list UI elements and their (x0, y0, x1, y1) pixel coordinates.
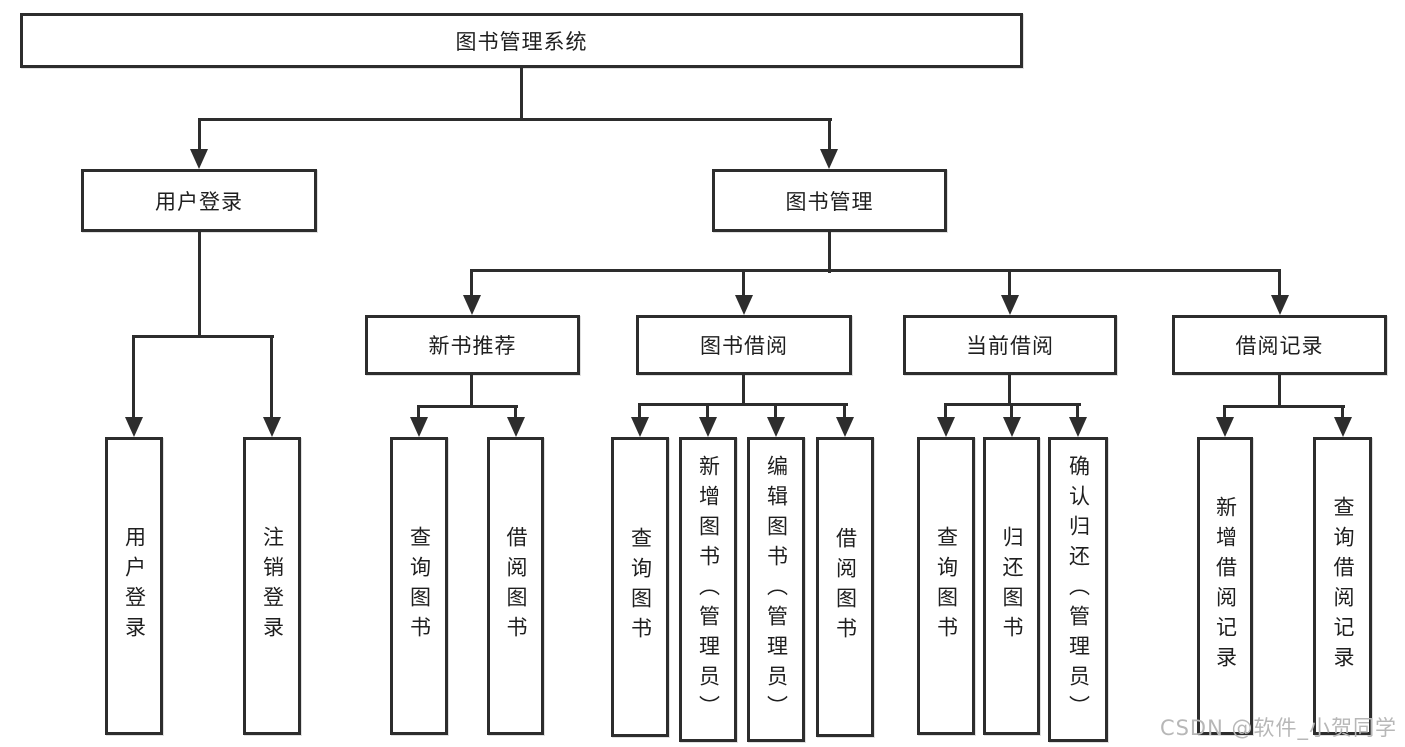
leaf-label: 查询图书 (628, 527, 653, 647)
connector-line (1341, 405, 1344, 419)
leaf-label: 查询借阅记录 (1331, 496, 1355, 676)
arrow-down-icon (735, 295, 753, 315)
connector-line (514, 405, 517, 419)
arrow-down-icon (1003, 417, 1021, 437)
connector-line (828, 232, 831, 273)
node-current-borrow: 当前借阅 (903, 315, 1117, 375)
connector-line (470, 269, 1281, 272)
connector-line (470, 375, 473, 408)
node-library-management-system: 图书管理系统 (20, 13, 1023, 68)
arrow-down-icon (1216, 417, 1234, 437)
connector-line (198, 232, 201, 338)
connector-line (1076, 403, 1079, 419)
leaf-edit-book-admin: 编辑图书（管理员） (747, 437, 805, 742)
arrow-down-icon (1271, 295, 1289, 315)
node-label: 当前借阅 (966, 334, 1054, 358)
connector-line (638, 403, 641, 419)
connector-line (1223, 405, 1345, 408)
arrow-down-icon (1001, 295, 1019, 315)
connector-line (742, 375, 745, 406)
leaf-label: 查询图书 (934, 526, 959, 646)
leaf-add-borrow-record: 新增借阅记录 (1197, 437, 1253, 735)
connector-line (1223, 405, 1226, 419)
arrow-down-icon (1334, 417, 1352, 437)
leaf-logout: 注销登录 (243, 437, 301, 735)
node-label: 用户登录 (155, 189, 243, 214)
connector-line (470, 269, 473, 297)
leaf-label: 借阅图书 (833, 527, 858, 647)
arrow-down-icon (190, 149, 208, 169)
connector-line (638, 403, 848, 406)
leaf-label: 归还图书 (1000, 526, 1024, 646)
arrow-down-icon (699, 417, 717, 437)
leaf-query-borrow-record: 查询借阅记录 (1313, 437, 1372, 735)
connector-line (132, 335, 274, 338)
leaf-label: 借阅图书 (504, 526, 528, 646)
arrow-down-icon (836, 417, 854, 437)
arrow-down-icon (937, 417, 955, 437)
connector-line (198, 118, 832, 121)
connector-line (1010, 403, 1013, 419)
node-book-borrow: 图书借阅 (636, 315, 852, 375)
connector-line (828, 118, 831, 151)
leaf-query-books-recommend: 查询图书 (390, 437, 448, 735)
arrow-down-icon (631, 417, 649, 437)
leaf-user-login: 用户登录 (105, 437, 163, 735)
connector-line (417, 405, 518, 408)
leaf-label: 新增图书（管理员） (696, 454, 721, 725)
connector-line (944, 403, 947, 419)
connector-line (1008, 375, 1011, 406)
arrow-down-icon (767, 417, 785, 437)
leaf-label: 用户登录 (122, 526, 147, 646)
node-label: 图书借阅 (700, 334, 788, 358)
node-label: 图书管理 (785, 189, 874, 214)
leaf-query-books-borrow: 查询图书 (611, 437, 669, 737)
connector-line (132, 335, 135, 419)
node-label: 新书推荐 (428, 334, 517, 358)
leaf-label: 确认归还（管理员） (1066, 454, 1091, 725)
arrow-down-icon (125, 417, 143, 437)
connector-line (1278, 375, 1281, 408)
leaf-label: 注销登录 (260, 526, 285, 646)
leaf-borrow-books-borrow: 借阅图书 (816, 437, 874, 737)
node-book-management: 图书管理 (712, 169, 947, 232)
connector-line (843, 403, 846, 419)
node-new-book-recommend: 新书推荐 (365, 315, 580, 375)
connector-line (520, 68, 523, 121)
connector-line (417, 405, 420, 419)
connector-line (270, 335, 273, 419)
arrow-down-icon (410, 417, 428, 437)
arrow-down-icon (263, 417, 281, 437)
arrow-down-icon (1069, 417, 1087, 437)
arrow-down-icon (507, 417, 525, 437)
leaf-label: 查询图书 (407, 526, 432, 646)
leaf-add-book-admin: 新增图书（管理员） (679, 437, 737, 742)
leaf-return-book: 归还图书 (983, 437, 1040, 735)
leaf-confirm-return-admin: 确认归还（管理员） (1048, 437, 1108, 742)
leaf-label: 新增借阅记录 (1213, 496, 1238, 676)
leaf-query-books-current: 查询图书 (917, 437, 975, 735)
connector-line (774, 403, 777, 419)
node-user-login: 用户登录 (81, 169, 317, 232)
node-borrow-records: 借阅记录 (1172, 315, 1387, 375)
node-label: 图书管理系统 (455, 29, 588, 54)
node-label: 借阅记录 (1235, 334, 1324, 358)
connector-line (1278, 269, 1281, 297)
csdn-watermark: CSDN @软件_小贺同学 (1159, 716, 1397, 740)
arrow-down-icon (820, 149, 838, 169)
leaf-borrow-books-recommend: 借阅图书 (487, 437, 544, 735)
connector-line (706, 403, 709, 419)
connector-line (742, 269, 745, 297)
connector-line (198, 118, 201, 151)
arrow-down-icon (463, 295, 481, 315)
connector-line (1008, 269, 1011, 297)
leaf-label: 编辑图书（管理员） (764, 454, 789, 725)
